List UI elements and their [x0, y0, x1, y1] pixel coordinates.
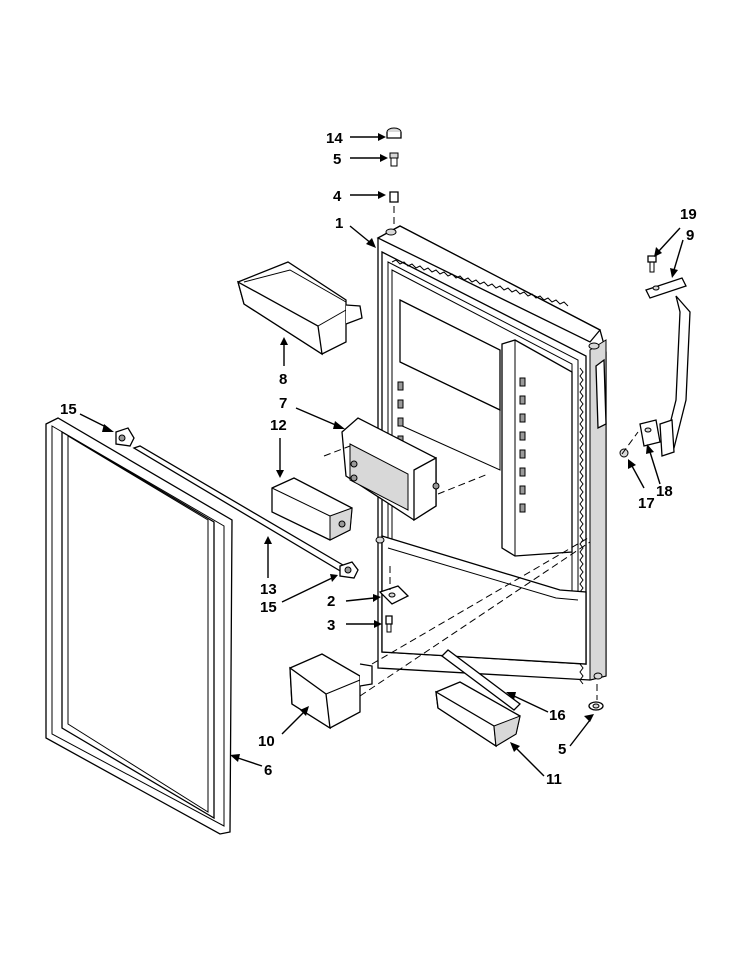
- dairy-bin-and-lid: [435, 649, 521, 748]
- callout-4: 4: [333, 188, 342, 205]
- upper-door-bin: [236, 261, 363, 356]
- callout-16: 16: [549, 707, 566, 724]
- callout-7: 7: [279, 395, 287, 412]
- callout-9: 9: [686, 227, 694, 244]
- top-hinge-hardware: [386, 127, 402, 226]
- callout-11: 11: [546, 771, 562, 788]
- callout-5-top: 5: [333, 151, 341, 168]
- door-assembly: [375, 225, 607, 685]
- callout-14: 14: [326, 130, 343, 147]
- door-gasket: [45, 417, 233, 835]
- bottom-screw: [588, 684, 604, 711]
- callout-15-bottom: 15: [260, 599, 277, 616]
- handle-hinge-assembly: [619, 255, 691, 458]
- callout-3: 3: [327, 617, 335, 634]
- callout-19: 19: [680, 206, 697, 223]
- lower-door-bin: [289, 653, 373, 730]
- callout-2: 2: [327, 593, 335, 610]
- callout-13: 13: [260, 581, 277, 598]
- callout-labels: 14 5 4 1 19 9 8 7 12 15 13 15 2 3 17 18 …: [60, 130, 697, 788]
- callout-15-top: 15: [60, 401, 77, 418]
- callout-1: 1: [335, 215, 343, 232]
- bottom-hinge-hardware: [378, 566, 410, 633]
- trim-rail-and-clips: [115, 427, 359, 579]
- leader-lines: [79, 133, 684, 777]
- callout-18: 18: [656, 483, 673, 500]
- callout-12: 12: [270, 417, 287, 434]
- callout-17: 17: [638, 495, 655, 512]
- callout-6: 6: [264, 762, 272, 779]
- assembly-lines: [323, 431, 639, 697]
- callout-5-bottom: 5: [558, 741, 566, 758]
- callout-10: 10: [258, 733, 275, 750]
- dispenser-bracket: [341, 417, 440, 522]
- callout-8: 8: [279, 371, 287, 388]
- dispenser-cover: [271, 477, 353, 541]
